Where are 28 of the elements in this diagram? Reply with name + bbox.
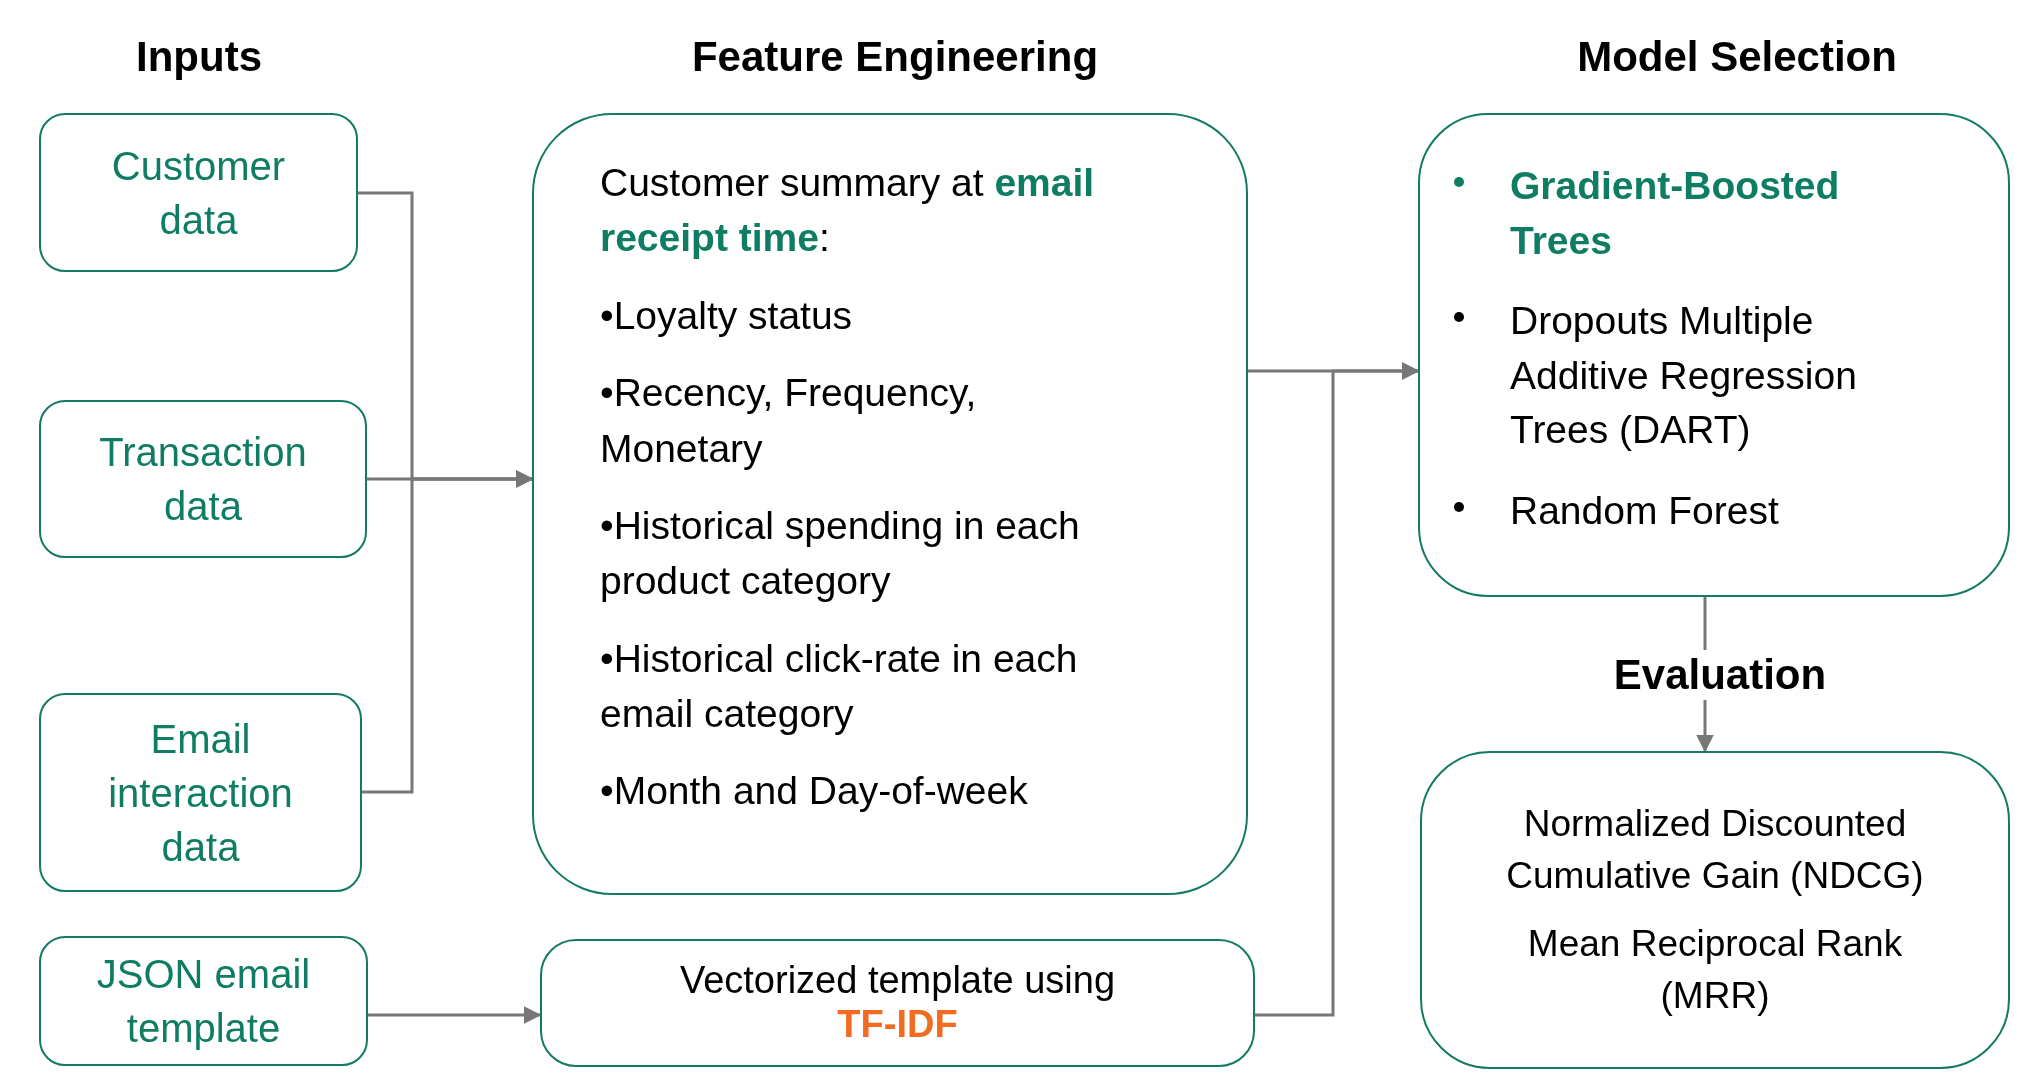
connector-arrow [368, 1006, 542, 1024]
input-label: JSON email template [95, 951, 312, 1052]
metric-name: Normalized Discounted Cumulative Gain (NDCG) [1505, 802, 1925, 899]
rounded-box [39, 693, 362, 892]
method-label: TF-IDF [837, 1003, 958, 1047]
metric-name: Mean Reciprocal Rank (MRR) [1526, 922, 1904, 1018]
input-label: Email interaction data [107, 715, 294, 871]
feature-item: •Historical click-rate in each email category [600, 635, 1079, 737]
rounded-box [39, 113, 358, 272]
feature-item: •Recency, Frequency, Monetary [600, 370, 978, 472]
rounded-box [1420, 751, 2010, 1069]
feature-item: •Historical spending in each product category [600, 502, 1081, 605]
feature-item: •Loyalty status [600, 292, 854, 339]
model-name: Dropouts Multiple Additive Regression Trees (DART) [1510, 298, 1858, 454]
model-name: Gradient-Boosted Trees [1510, 163, 1841, 264]
rounded-box [540, 939, 1255, 1067]
rounded-box [1418, 113, 2010, 597]
connector-arrow [1255, 362, 1420, 1017]
rounded-box [532, 113, 1248, 895]
feature-heading: Customer summary at email receipt time: [600, 160, 1096, 262]
input-label: Transaction data [98, 429, 308, 530]
input-label: Customer data [110, 142, 287, 244]
model-name: Random Forest [1510, 487, 1779, 534]
rounded-box [39, 400, 367, 558]
rounded-box [39, 936, 368, 1066]
feature-item: •Month and Day-of-week [600, 768, 1029, 815]
box-label: Vectorized template using [679, 959, 1116, 1003]
connector-arrow [362, 470, 534, 794]
